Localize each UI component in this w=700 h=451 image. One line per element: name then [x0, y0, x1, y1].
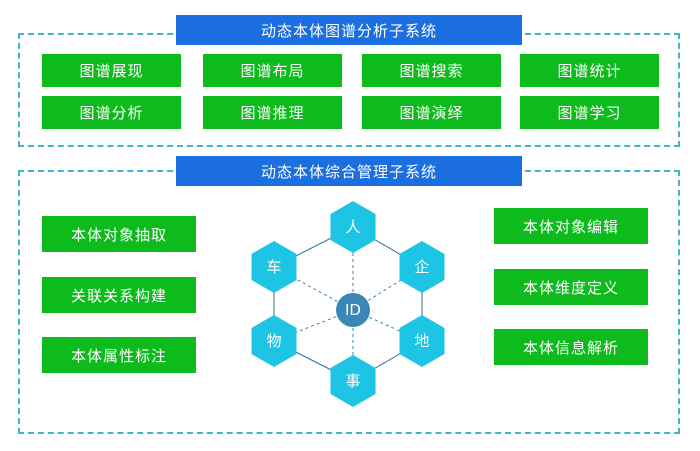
- graph-reasoning-button[interactable]: 图谱推理: [203, 96, 342, 129]
- graph-deduction-button[interactable]: 图谱演绎: [362, 96, 501, 129]
- ontology-dimension-definition-button[interactable]: 本体维度定义: [494, 269, 648, 305]
- ontology-attribute-annotation-button[interactable]: 本体属性标注: [42, 337, 196, 373]
- node-vehicle[interactable]: 车: [251, 241, 297, 293]
- hexagon-shape: [330, 355, 376, 407]
- hexagon-shape: [399, 241, 445, 293]
- ontology-object-extraction-button[interactable]: 本体对象抽取: [42, 216, 196, 252]
- hexagon-shape: [399, 315, 445, 367]
- graph-statistics-button[interactable]: 图谱统计: [520, 54, 659, 87]
- analysis-subsystem-title: 动态本体图谱分析子系统: [176, 15, 522, 45]
- node-label: 企: [414, 258, 429, 276]
- hexagon-shape: [251, 315, 297, 367]
- node-place[interactable]: 地: [399, 315, 445, 367]
- graph-analysis-button[interactable]: 图谱分析: [42, 96, 181, 129]
- node-object[interactable]: 物: [251, 315, 297, 367]
- network-center: ID: [336, 293, 370, 327]
- node-label: 事: [345, 372, 360, 390]
- node-label: 人: [345, 218, 360, 236]
- node-label: 车: [266, 258, 281, 276]
- center-label: ID: [345, 301, 361, 319]
- node-person[interactable]: 人: [330, 201, 376, 253]
- graph-search-button[interactable]: 图谱搜索: [362, 54, 501, 87]
- graph-learning-button[interactable]: 图谱学习: [520, 96, 659, 129]
- relation-construction-button[interactable]: 关联关系构建: [42, 277, 196, 313]
- hexagon-shape: [330, 201, 376, 253]
- center-circle[interactable]: [336, 293, 370, 327]
- node-label: 物: [266, 332, 281, 350]
- node-label: 地: [414, 332, 429, 350]
- hexagon-shape: [251, 241, 297, 293]
- ontology-info-parsing-button[interactable]: 本体信息解析: [494, 329, 648, 365]
- graph-display-button[interactable]: 图谱展现: [42, 54, 181, 87]
- management-subsystem-title: 动态本体综合管理子系统: [176, 156, 522, 186]
- node-enterprise[interactable]: 企: [399, 241, 445, 293]
- node-event[interactable]: 事: [330, 355, 376, 407]
- ontology-object-editing-button[interactable]: 本体对象编辑: [494, 208, 648, 244]
- graph-layout-button[interactable]: 图谱布局: [203, 54, 342, 87]
